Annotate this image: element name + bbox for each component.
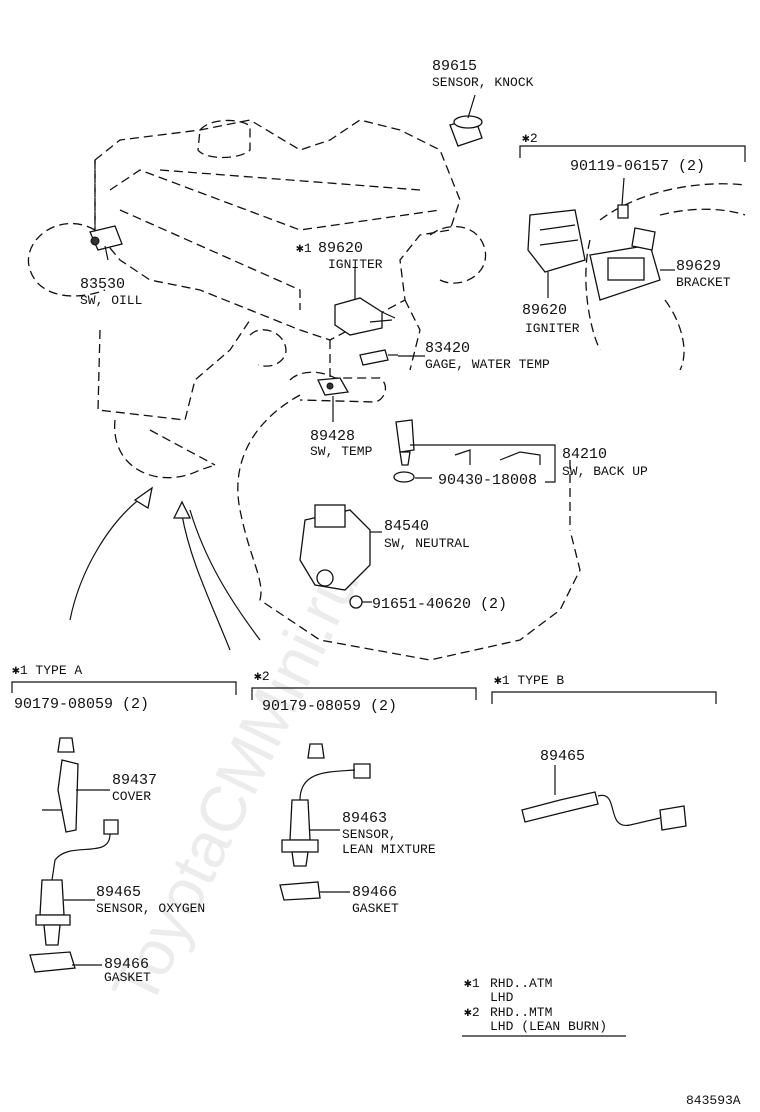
legend-row1-mark: ✱1 (464, 976, 480, 991)
label-84540-part: 84540 (384, 518, 429, 535)
diagram-code: 843593A (686, 1093, 741, 1108)
label-89466b-part: 89466 (352, 884, 397, 901)
label-89620a-name: IGNITER (328, 257, 383, 272)
bracket-outline (585, 183, 746, 371)
label-89615-name: SENSOR, KNOCK (432, 75, 534, 90)
igniter-engine-drawing (334, 297, 396, 336)
label-90179b-part: 90179-08059 (2) (262, 698, 397, 715)
group-line-top-right (519, 145, 746, 162)
oil-switch-drawing (89, 225, 123, 251)
water-temp-gage-drawing (359, 349, 398, 366)
label-89463-name1: SENSOR, (342, 827, 397, 842)
bolt-drawing (349, 595, 363, 609)
lean-mixture-sensor-drawing (279, 743, 371, 901)
backup-bracket (410, 444, 556, 483)
label-89629-part: 89629 (676, 258, 721, 275)
temp-switch-drawing (317, 377, 350, 396)
backup-bracket-inner (454, 449, 541, 465)
label-89428-name: SW, TEMP (310, 444, 373, 459)
label-83420-part: 83420 (425, 340, 470, 357)
label-89615-part: 89615 (432, 58, 477, 75)
label-89428-part: 89428 (310, 428, 355, 445)
label-90430-part: 90430-18008 (438, 472, 537, 489)
label-89466b-name: GASKET (352, 901, 399, 916)
label-89465a-part: 89465 (96, 884, 141, 901)
label-89620a-note: ✱1 (296, 241, 312, 256)
legend-row2-b: LHD (LEAN BURN) (490, 1019, 607, 1034)
group-type-a-mark: ✱1 TYPE A (12, 663, 82, 678)
backup-switch-drawing (393, 419, 415, 483)
label-89437-part: 89437 (112, 772, 157, 789)
legend-row2-a: RHD..MTM (490, 1005, 552, 1020)
legend-row2-mark: ✱2 (464, 1005, 480, 1020)
group-type-b-mark: ✱1 TYPE B (494, 673, 564, 688)
label-84210-name: SW, BACK UP (562, 464, 648, 479)
legend: ✱1 RHD..ATM LHD ✱2 RHD..MTM LHD (LEAN BU… (462, 976, 626, 1037)
label-89466a-part: 89466 (104, 956, 149, 973)
label-91651-part: 91651-40620 (2) (372, 596, 507, 613)
group-top-right-mark: ✱2 (522, 131, 538, 146)
label-83530-part: 83530 (80, 276, 125, 293)
oxygen-sensor-type-a-drawing (29, 737, 119, 973)
label-84540-name: SW, NEUTRAL (384, 536, 470, 551)
label-89463-part: 89463 (342, 810, 387, 827)
label-89465b-part: 89465 (540, 748, 585, 765)
group-line-type-b (491, 691, 717, 704)
legend-row1-a: RHD..ATM (490, 976, 552, 991)
label-89620b-name: IGNITER (525, 321, 580, 336)
pointer-arrows (69, 486, 261, 651)
label-84210-part: 84210 (562, 446, 607, 463)
knock-sensor-drawing (449, 115, 483, 147)
legend-row1-b: LHD (490, 990, 514, 1005)
engine-outline (27, 119, 581, 661)
group-line-type-a (11, 681, 237, 695)
label-89437-name: COVER (112, 789, 151, 804)
oxygen-sensor-type-b-drawing (521, 791, 687, 831)
group-line-mid (251, 687, 477, 700)
screw-drawing (617, 204, 629, 219)
label-89466a-name: GASKET (104, 970, 151, 985)
label-83420-name: GAGE, WATER TEMP (425, 357, 550, 372)
label-89620b-part: 89620 (522, 302, 567, 319)
label-90179a-part: 90179-08059 (2) (14, 696, 149, 713)
bracket-89629-drawing (589, 227, 661, 301)
igniter-right-drawing (527, 209, 586, 273)
label-89463-name2: LEAN MIXTURE (342, 842, 436, 857)
label-83530-name: SW, OILL (80, 293, 142, 308)
label-89620a-part: 89620 (318, 240, 363, 257)
label-89629-name: BRACKET (676, 275, 731, 290)
group-mid-mark: ✱2 (254, 669, 270, 684)
neutral-switch-drawing (299, 504, 371, 591)
label-90119-part: 90119-06157 (2) (570, 158, 705, 175)
leader-lines (64, 94, 675, 966)
label-89465a-name: SENSOR, OXYGEN (96, 901, 205, 916)
